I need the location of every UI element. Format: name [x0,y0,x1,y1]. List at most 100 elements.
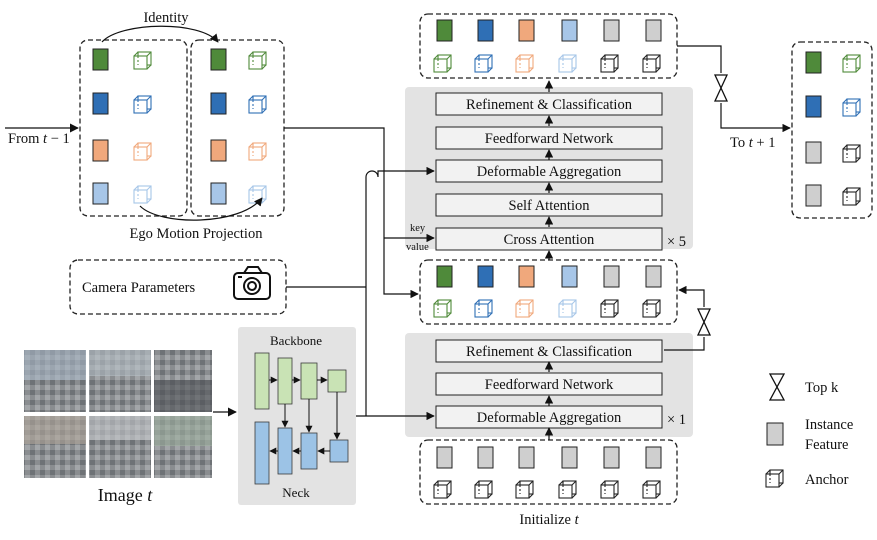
camera-params-box [69,259,287,315]
decoder-top-layer-label: Feedforward Network [485,131,614,147]
instance-feature [561,19,578,42]
anchor-cube-icon [133,51,152,70]
legend-anchor-label: Anchor [805,472,849,488]
instance-feature [805,184,822,207]
decoder-top-layer-label: Cross Attention [504,232,595,248]
to-t-plus-1-label: To t + 1 [730,135,775,151]
legend-feature-label: Feature [805,437,848,453]
instance-feature [603,265,620,288]
projected-instances-box [190,39,285,217]
hourglass-icon [768,373,786,401]
backbone-blocks [254,352,347,410]
neck-stage-1 [254,421,270,485]
anchor-cube-icon [765,469,784,488]
neck-label: Neck [282,485,310,500]
instance-feature [436,265,453,288]
identity-arrow [101,25,219,43]
backbone-label: Backbone [270,333,322,348]
instance-feature [518,446,535,469]
instance-feature [436,446,453,469]
instance-feature [92,139,109,162]
instance-feature [210,182,227,205]
anchor-cube-icon [642,299,661,318]
anchor-cube-icon [133,142,152,161]
anchor-cube-icon [474,299,493,318]
decoder-top-layer-1: Refinement & Classification [435,92,663,116]
instance-feature [518,19,535,42]
anchor-cube-icon [842,54,861,73]
anchor-cube-icon [600,54,619,73]
identity-label: Identity [143,10,189,26]
decoder-top-layer-label: Deformable Aggregation [477,164,622,180]
instance-feature [92,182,109,205]
instance-feature [561,265,578,288]
decoder-top-layer-4: Self Attention [435,193,663,217]
decoder-top-layer-5: Cross Attention [435,227,663,251]
instance-feature [805,95,822,118]
backbone-stage-4 [327,369,347,393]
repeat-1-label: × 1 [667,412,686,428]
anchor-cube-icon [558,480,577,499]
anchor-cube-icon [133,95,152,114]
temporal-to-mid-arrow [284,127,419,299]
anchor-cube-icon [248,142,267,161]
anchor-cube-icon [765,469,784,488]
mid-instances-box [419,259,678,325]
instance-feature [92,92,109,115]
decoder-bottom-layer-3: Deformable Aggregation [435,405,663,429]
ego-motion-arrow [139,197,263,221]
anchor-cube-icon [515,299,534,318]
instance-feature [603,446,620,469]
instance-feature [518,265,535,288]
anchor-cube-icon [474,54,493,73]
initialize-t-label: Initialize t [519,512,579,528]
instance-feature [561,446,578,469]
decoder-top-layer-2: Feedforward Network [435,126,663,150]
output-instances-box [419,13,678,79]
anchor-cube-icon [558,54,577,73]
decoder-bottom-layer-label: Feedforward Network [485,377,614,393]
decoder-top-layer-label: Self Attention [509,198,591,214]
instance-feature [210,48,227,71]
neck-stage-3 [300,432,318,470]
anchor-cube-icon [600,480,619,499]
instance-feature [210,139,227,162]
ego-motion-label: Ego Motion Projection [130,226,264,242]
next-instances-box [791,41,873,219]
instance-feature [645,19,662,42]
instance-feature [477,265,494,288]
anchor-cube-icon [433,299,452,318]
anchor-cube-icon [642,480,661,499]
neck-stage-4 [329,439,349,463]
instance-feature [477,446,494,469]
legend: Top k Instance Feature Anchor [765,373,853,488]
anchor-cube-icon [842,187,861,206]
anchor-cube-icon [642,54,661,73]
legend-topk-label: Top k [805,380,839,396]
backbone-stage-1 [254,352,270,410]
prev-instances-box [79,39,188,217]
image-t-label: Image t [98,485,153,505]
legend-instance-label: Instance [805,417,853,433]
backbone-neck-arrows [269,376,341,455]
decoder-bottom-layer-2: Feedforward Network [435,372,663,396]
hourglass-icon [713,74,729,102]
decoder-top-layer-3: Deformable Aggregation [435,159,663,183]
instance-feature [92,48,109,71]
anchor-cube-icon [515,480,534,499]
instance-feature [645,446,662,469]
anchor-cube-icon [842,98,861,117]
instance-feature [477,19,494,42]
anchor-cube-icon [433,480,452,499]
connectors [284,45,791,421]
decoder-bottom-layer-label: Refinement & Classification [466,344,633,360]
backbone-stage-2 [277,357,293,405]
legend-instance-feature-swatch [766,422,784,446]
topk-icons [696,74,729,336]
instance-feature [805,141,822,164]
instance-feature [210,92,227,115]
neck-stage-2 [277,427,293,475]
instance-feature [805,51,822,74]
from-t-minus-1-label: From t − 1 [8,131,70,147]
